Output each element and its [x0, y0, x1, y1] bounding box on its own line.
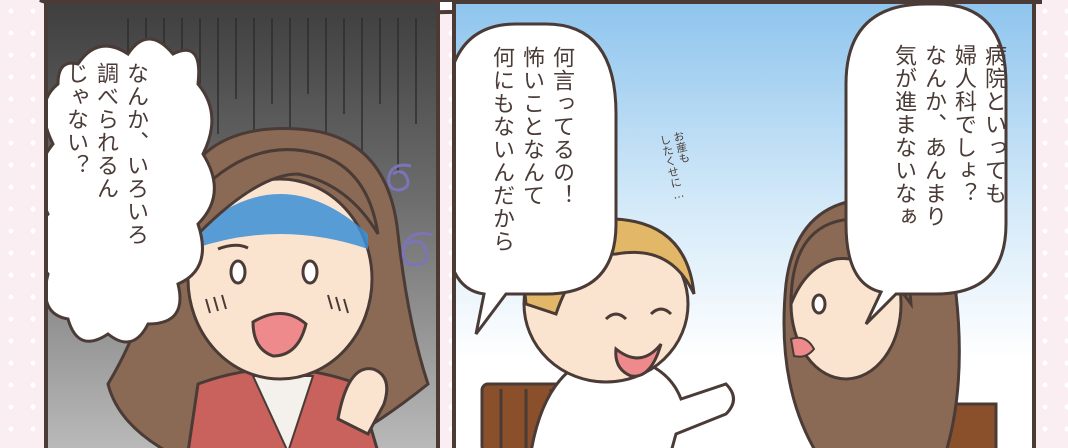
woman-speech-text: 病院といっても 婦人科でしょ？ なんか、あんまり 気が進まないなぁ [891, 44, 1006, 228]
comic-panel-right: 何言ってるの！ 怖いことなんて 何にもないんだから お産も したくせに… 病院と… [452, 0, 1036, 448]
comic-panel-left: なんか、いろいろ 調べられるん じゃない？ [44, 0, 440, 448]
two-women-illustration [456, 4, 1008, 448]
friend-speech-text: 何言ってるの！ 怖いことなんて 何にもないんだから [489, 46, 574, 253]
worried-woman-speech-text: なんか、いろいろ 調べられるん じゃない？ [63, 62, 148, 246]
gloom-lines [127, 18, 417, 174]
worried-woman-illustration [48, 18, 433, 448]
